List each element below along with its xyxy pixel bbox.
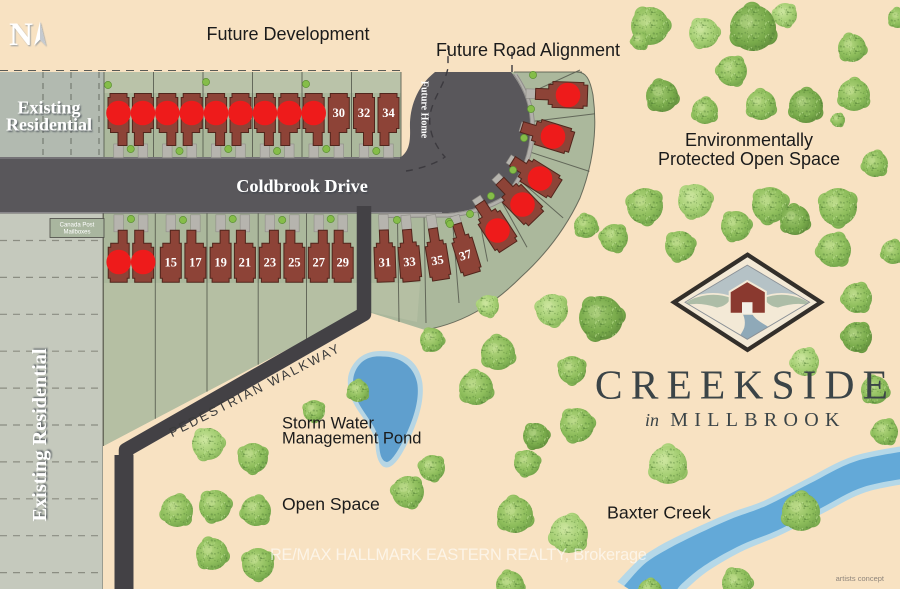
svg-text:N: N xyxy=(9,17,33,53)
svg-text:29: 29 xyxy=(336,256,349,270)
svg-text:Baxter Creek: Baxter Creek xyxy=(607,503,711,523)
svg-text:Environmentally: Environmentally xyxy=(685,130,813,150)
svg-text:19: 19 xyxy=(214,256,227,270)
svg-text:32: 32 xyxy=(358,106,371,120)
svg-text:in: in xyxy=(645,410,659,430)
svg-text:27: 27 xyxy=(313,256,326,270)
svg-text:Open Space: Open Space xyxy=(282,494,380,514)
svg-text:37: 37 xyxy=(457,247,473,264)
svg-text:Canada Post: Canada Post xyxy=(60,223,95,229)
svg-text:Future Home: Future Home xyxy=(419,81,430,139)
svg-text:Existing Residential: Existing Residential xyxy=(29,348,51,521)
svg-text:23: 23 xyxy=(264,256,277,270)
svg-text:35: 35 xyxy=(430,253,445,269)
svg-text:MILLBROOK: MILLBROOK xyxy=(670,409,846,431)
svg-text:34: 34 xyxy=(382,106,395,120)
svg-text:Coldbrook Drive: Coldbrook Drive xyxy=(236,176,368,196)
svg-text:Future Road Alignment: Future Road Alignment xyxy=(436,40,620,60)
svg-text:21: 21 xyxy=(239,256,252,270)
svg-text:33: 33 xyxy=(403,254,417,269)
svg-text:Mailboxes: Mailboxes xyxy=(63,230,90,236)
svg-text:Management Pond: Management Pond xyxy=(282,430,421,448)
svg-text:Existing: Existing xyxy=(17,98,80,118)
svg-text:RE/MAX HALLMARK EASTERN REALTY: RE/MAX HALLMARK EASTERN REALTY, Brokerag… xyxy=(270,546,647,564)
svg-text:15: 15 xyxy=(165,256,178,270)
svg-text:31: 31 xyxy=(378,255,391,269)
svg-text:artists concept: artists concept xyxy=(836,574,885,583)
svg-text:Future Development: Future Development xyxy=(206,24,369,44)
svg-text:17: 17 xyxy=(189,256,202,270)
svg-text:Storm Water: Storm Water xyxy=(282,415,374,433)
svg-text:Protected Open Space: Protected Open Space xyxy=(658,149,840,169)
svg-text:CREEKSIDE: CREEKSIDE xyxy=(595,362,896,408)
svg-text:25: 25 xyxy=(288,256,301,270)
svg-text:30: 30 xyxy=(333,106,346,120)
svg-text:Residential: Residential xyxy=(6,115,92,135)
